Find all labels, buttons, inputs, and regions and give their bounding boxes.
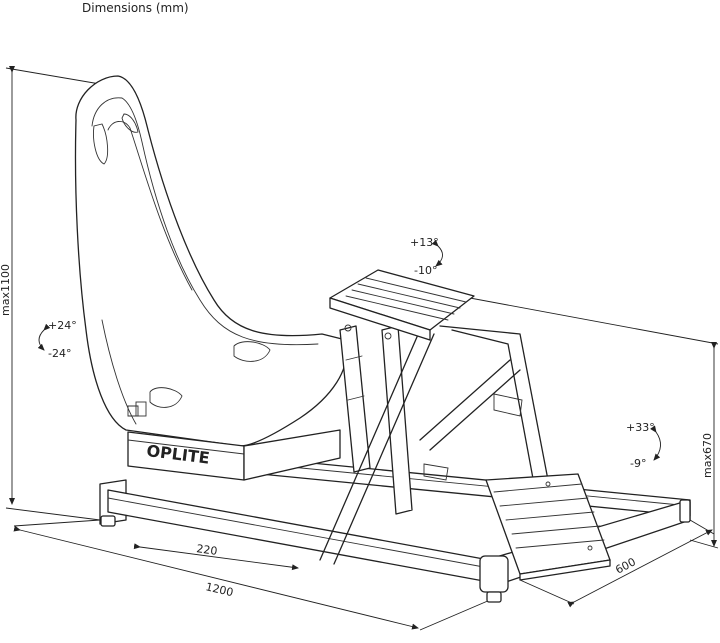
diagram-title: Dimensions (mm) [82, 1, 189, 15]
wheel-angle-up: +13° [410, 236, 439, 249]
pedal-angle-indicator: +33° -9° [626, 421, 661, 470]
bucket-seat [74, 75, 348, 447]
pedal-angle-up: +33° [626, 421, 655, 434]
slide-dimension: 220 [133, 542, 299, 571]
wheel-angle-down: -10° [414, 264, 437, 277]
slide-label: 220 [196, 542, 219, 558]
pedal-height-dimension: max670 [469, 297, 719, 549]
seat-bracket: OPLITE [127, 429, 341, 481]
width-label: 600 [613, 555, 638, 576]
side-brackets [127, 393, 523, 481]
length-label: 1200 [204, 580, 234, 599]
pedal-height-label: max670 [701, 433, 714, 478]
seat-angle-indicator: +24° -24° [37, 319, 77, 360]
wheel-mount [319, 269, 549, 565]
height-dimension: max1100 [0, 66, 101, 521]
length-dimension: 1200 [13, 519, 491, 631]
wheel-angle-indicator: +13° -10° [410, 236, 443, 277]
seat-angle-down: -24° [48, 347, 71, 360]
pedal-angle-down: -9° [630, 457, 646, 470]
height-label: max1100 [0, 264, 12, 316]
pedal-plate [485, 473, 611, 581]
seat-angle-up: +24° [48, 319, 77, 332]
